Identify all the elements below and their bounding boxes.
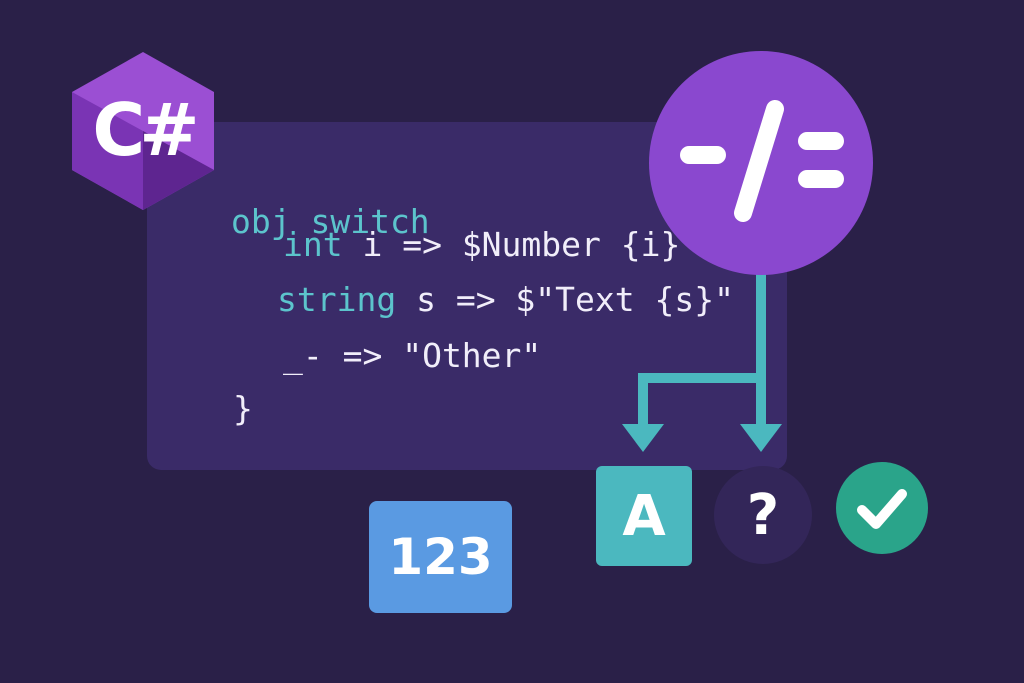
unknown-tile: ? — [714, 466, 812, 564]
code-line-2: int i => $Number {i}" — [283, 228, 700, 261]
code-text: s => $"Text {s}" — [396, 280, 734, 319]
code-text: _- => "Other" — [283, 336, 542, 375]
checkmark-icon — [836, 462, 928, 554]
letter-tile: A — [596, 466, 692, 566]
code-keyword: obj switch — [231, 202, 430, 241]
code-line-1: obj switch — [231, 172, 430, 238]
code-keyword: string — [277, 280, 397, 319]
code-text: i => $Number {i}" — [342, 225, 701, 264]
logo-text: C# — [92, 88, 199, 172]
code-line-3: string s => $"Text {s}" — [277, 283, 734, 316]
code-line-4: _- => "Other" — [283, 339, 541, 372]
code-text: } — [233, 389, 253, 428]
not-equal-operator-icon — [649, 51, 873, 275]
code-line-5: } — [233, 392, 253, 425]
number-tile: 123 — [369, 501, 512, 613]
code-keyword: int — [283, 225, 343, 264]
csharp-logo-icon: C# — [72, 52, 214, 210]
